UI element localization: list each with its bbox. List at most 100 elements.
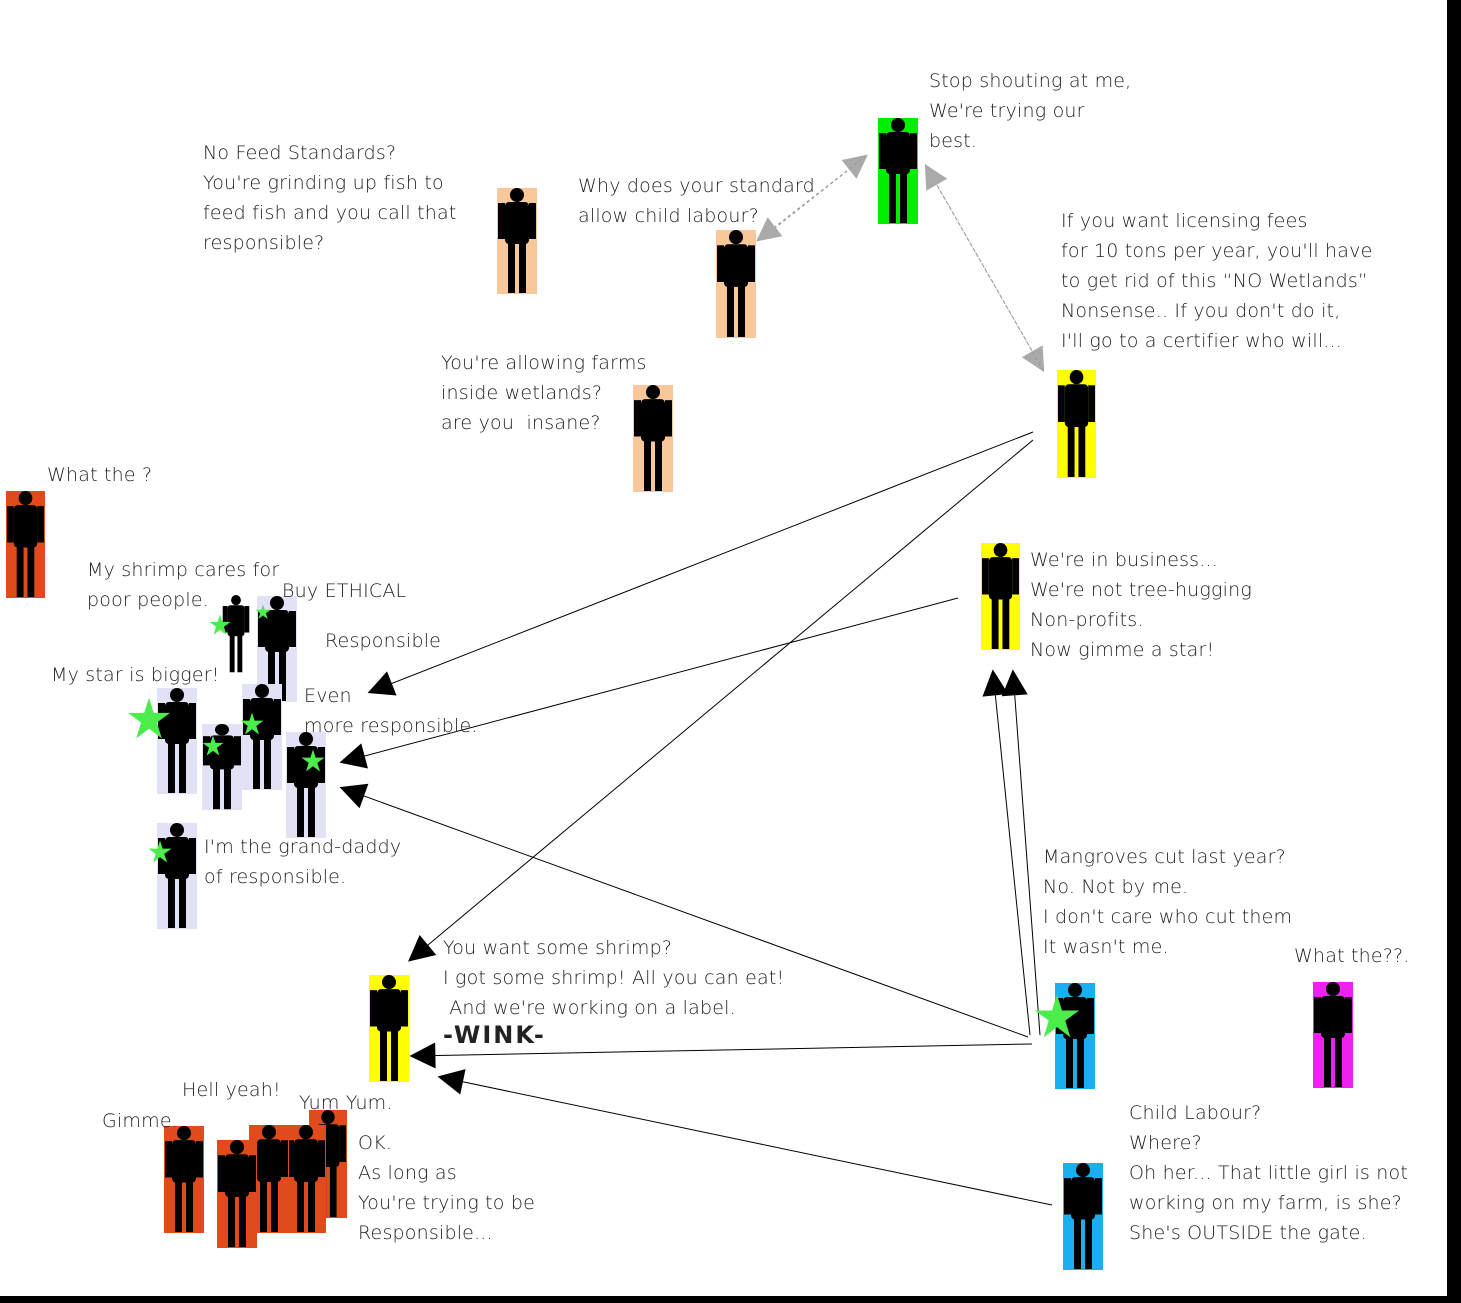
label-line: Mangroves cut last year? [1043, 846, 1286, 868]
frame-right-border [1447, 0, 1461, 1303]
label-line: No. Not by me. [1043, 876, 1189, 898]
red-consumer-crowd-5[interactable] [217, 1140, 257, 1248]
label-group-member-3[interactable] [157, 688, 197, 794]
label-yellow-business: We're in business... We're not tree-huggi… [1030, 545, 1252, 665]
label-line: You want some shrimp? [443, 937, 673, 959]
red-consumer-crowd-2[interactable] [286, 1125, 326, 1233]
label-group-member-6[interactable] [286, 732, 326, 838]
peach-critic-feed[interactable] [497, 188, 537, 294]
label-line: You're allowing farms [441, 352, 647, 374]
label-line: working on my farm, is she? [1129, 1192, 1402, 1214]
label-yum-yum: Yum Yum. [299, 1088, 393, 1118]
arrow-farmer-to-business-2 [1001, 669, 1041, 1036]
label-line: You're grinding up fish to [203, 172, 444, 194]
label-line: I don't care who cut them [1043, 906, 1293, 928]
label-group-member-4[interactable] [242, 684, 282, 790]
star-icon [148, 840, 172, 863]
label-line: As long as [358, 1162, 457, 1184]
label-shrimp-cares: My shrimp cares for poor people. [87, 555, 279, 615]
peach-critic-child[interactable] [716, 230, 756, 338]
label-grand-daddy: I'm the grand-daddy of responsible. [204, 832, 401, 892]
label-group-member-1[interactable] [222, 595, 250, 673]
label-line: What the??. [1294, 945, 1410, 967]
arrow-farmer-to-business-1 [982, 669, 1031, 1036]
label-gimme: Gimme. [102, 1106, 178, 1136]
label-even-more: Even more responsible. [304, 681, 478, 741]
label-line: It wasn't me. [1043, 936, 1169, 958]
label-line: for 10 tons per year, you'll have [1061, 240, 1373, 262]
peach-critic-wetlands[interactable] [633, 385, 673, 492]
arrow-business-to-group [339, 597, 959, 769]
arrow-yellow-to-shrimp-seller [408, 439, 1034, 962]
label-line: If you want licensing fees [1061, 210, 1308, 232]
blue-farmer-child[interactable] [1063, 1163, 1103, 1270]
label-line: I'm the grand-daddy [204, 836, 402, 858]
star-icon [209, 614, 231, 635]
label-peach-child: Why does your standard allow child labour… [578, 171, 815, 231]
star-icon [127, 697, 171, 739]
yellow-business[interactable] [981, 543, 1020, 650]
label-star-bigger: My star is bigger! [51, 660, 220, 690]
label-yellow-fees: If you want licensing fees for 10 tons pe… [1061, 206, 1372, 356]
label-line: My star is bigger! [51, 664, 220, 686]
label-line: Non-profits. [1030, 609, 1144, 631]
label-line: responsible? [203, 232, 325, 254]
label-line: allow child labour? [578, 205, 759, 227]
label-line: Nonsense.. If you don't do it, [1061, 300, 1341, 322]
label-line: OK. [358, 1132, 393, 1154]
label-line: feed fish and you call that [203, 202, 457, 224]
label-line: Now gimme a star! [1030, 639, 1215, 661]
frame-bottom-border [0, 1296, 1461, 1303]
label-line: No Feed Standards? [203, 142, 397, 164]
label-line: What the ? [47, 464, 153, 486]
label-line: Oh her... That little girl is not [1129, 1162, 1408, 1184]
label-magenta-what: What the??. [1294, 941, 1410, 971]
label-line: -WINK- [443, 1021, 546, 1049]
label-line: Gimme. [102, 1110, 178, 1132]
label-line: You're trying to be [358, 1192, 536, 1214]
label-line: Where? [1129, 1132, 1202, 1154]
label-line: Hell yeah! [182, 1079, 281, 1101]
arrow-yellow-to-group [367, 431, 1034, 696]
label-blue-child: Child Labour?Where?Oh her... That little… [1129, 1098, 1408, 1248]
green-certifier[interactable] [878, 118, 918, 224]
red-consumer-alone[interactable] [6, 491, 45, 598]
label-line: And we're working on a label. [443, 997, 736, 1019]
label-line: to get rid of this “NO Wetlands” [1061, 270, 1368, 292]
label-line: Buy ETHICAL [282, 580, 407, 602]
label-blue-mangroves: Mangroves cut last year? No. Not by me. I … [1043, 842, 1292, 962]
red-consumer-crowd-4[interactable] [164, 1126, 204, 1233]
label-line: of responsible. [204, 866, 347, 888]
label-line: Stop shouting at me, [929, 70, 1132, 92]
label-line: Responsible [325, 630, 442, 652]
label-yellow-shrimp: You want some shrimp? I got some shrimp! … [443, 933, 784, 1023]
label-line: poor people. [87, 589, 210, 611]
yellow-buyer-fees[interactable] [1057, 370, 1096, 478]
dashed-arrow-peach-to-green [759, 154, 868, 241]
label-group-member-7[interactable] [157, 823, 197, 929]
label-buy-ethical: Buy ETHICAL [282, 576, 406, 606]
label-green-certifier: Stop shouting at me, We're trying our best… [929, 66, 1131, 156]
label-line: I got some shrimp! All you can eat! [443, 967, 785, 989]
label-line: We're trying our [929, 100, 1085, 122]
label-line: Even [304, 685, 352, 707]
star-icon [255, 604, 271, 620]
label-line: inside wetlands? [441, 382, 603, 404]
label-line: Why does your standard [578, 175, 815, 197]
label-line: Yum Yum. [299, 1092, 393, 1114]
label-line: We're in business... [1030, 549, 1218, 571]
label-responsible: Responsible [325, 626, 441, 656]
label-line: best. [929, 130, 978, 152]
label-line: We're not tree-hugging [1030, 579, 1252, 601]
star-icon [301, 749, 325, 772]
yellow-shrimp-seller[interactable] [369, 975, 409, 1082]
arrow-farmer2-to-shrimp-seller [437, 1069, 1053, 1206]
label-wink: -WINK- [443, 1020, 546, 1050]
label-line: more responsible. [304, 715, 478, 737]
magenta-observer[interactable] [1313, 982, 1353, 1088]
label-line: My shrimp cares for [87, 559, 280, 581]
dashed-arrow-green-to-peach [756, 155, 867, 242]
label-line: She's OUTSIDE the gate. [1129, 1222, 1367, 1244]
